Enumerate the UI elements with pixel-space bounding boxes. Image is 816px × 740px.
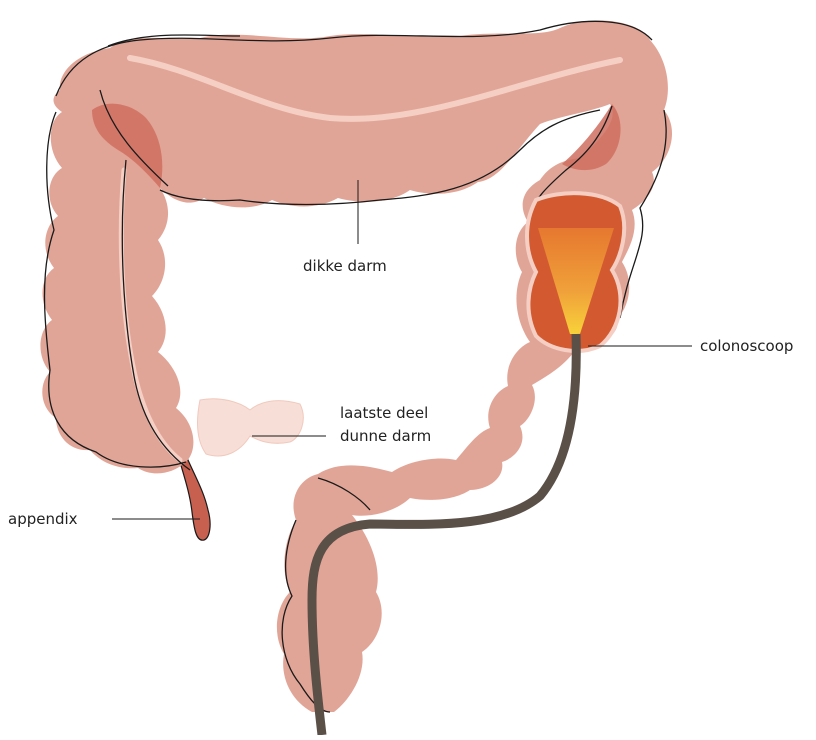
small-intestine	[198, 399, 304, 456]
label-appendix: appendix	[8, 510, 78, 528]
label-dikke-darm: dikke darm	[303, 257, 387, 275]
label-dunne-darm-line1: laatste deel	[340, 404, 428, 422]
appendix	[180, 460, 210, 540]
label-dunne-darm-line2: dunne darm	[340, 427, 431, 445]
label-colonoscoop: colonoscoop	[700, 337, 793, 355]
